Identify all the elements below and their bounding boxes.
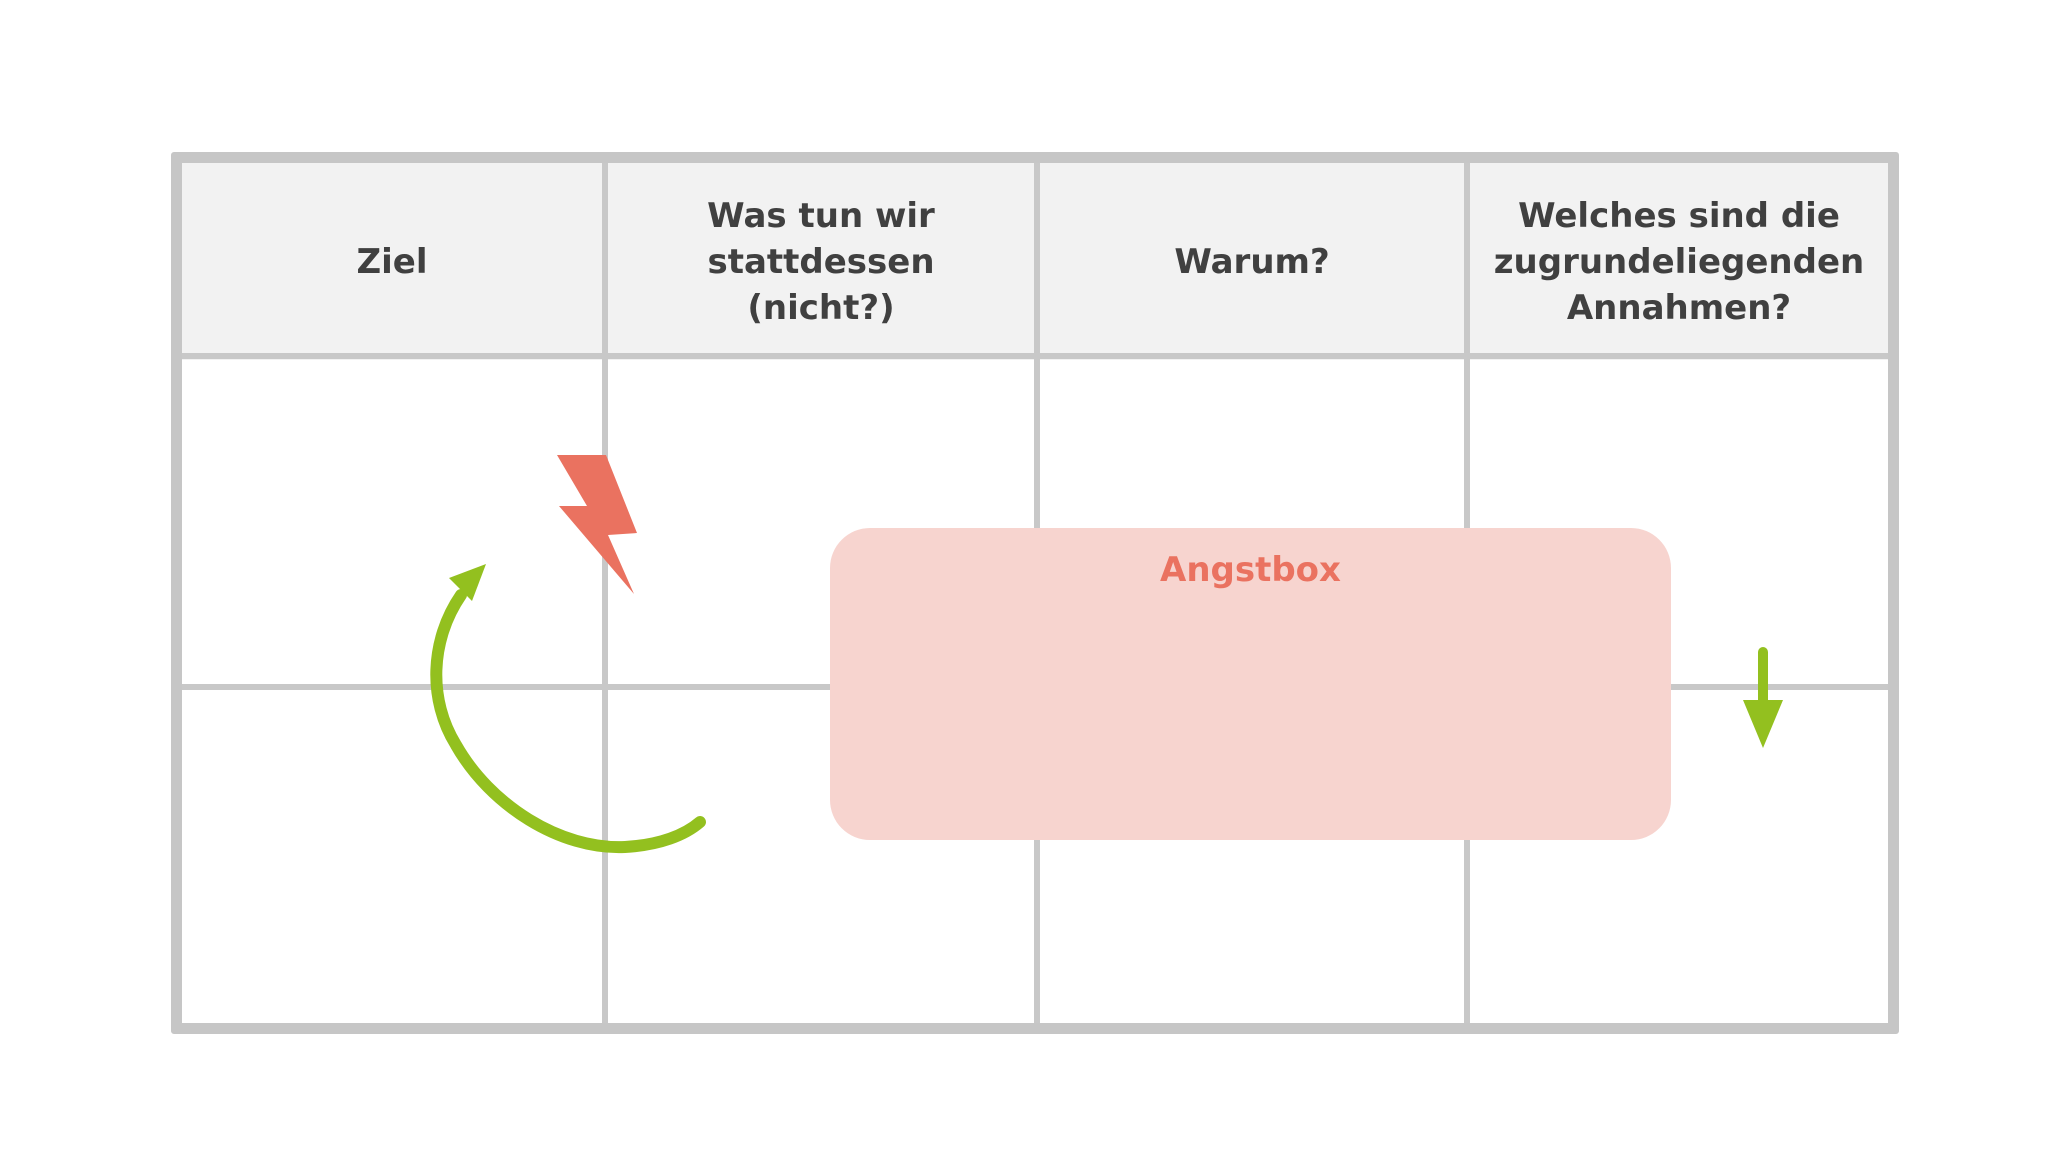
- circular-arrow-icon: [430, 564, 706, 854]
- header-annahmen: Welches sind die zugrundeliegenden Annah…: [1493, 195, 1865, 328]
- angstbox-title: Angstbox: [1160, 550, 1341, 590]
- column-divider: [602, 163, 608, 1023]
- down-arrow-icon: [1743, 647, 1783, 748]
- lightning-icon: [557, 455, 637, 594]
- header-ziel: Ziel: [356, 241, 428, 282]
- angstbox: Angstbox: [830, 528, 1671, 840]
- header-warum: Warum?: [1174, 241, 1330, 282]
- header-was-tun-wir: Was tun wir stattdessen (nicht?): [707, 195, 935, 328]
